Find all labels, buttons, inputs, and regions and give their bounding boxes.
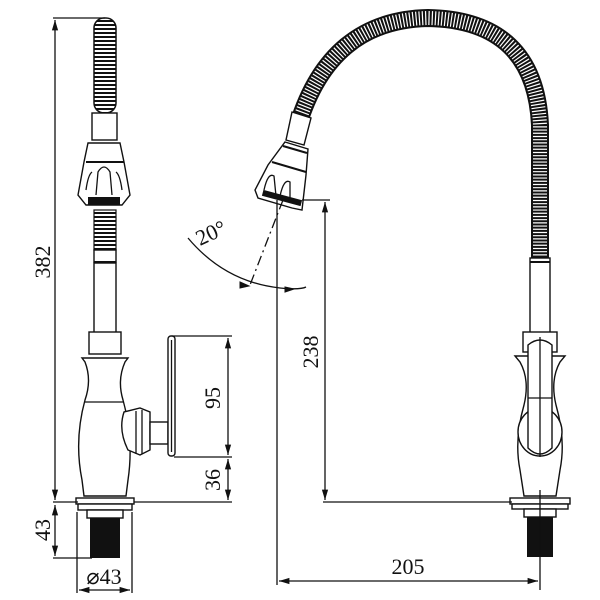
dim-handle-base-offset: 36 — [200, 469, 225, 491]
side-base — [75, 497, 135, 505]
side-pipe — [93, 262, 117, 334]
side-body — [77, 357, 131, 497]
dim-base-diameter: ⌀43 — [86, 564, 121, 589]
dim-handle-height: 95 — [200, 387, 225, 409]
dim-shank-length: 43 — [30, 519, 55, 541]
side-connector — [91, 112, 118, 141]
side-view — [75, 17, 176, 558]
front-hose — [289, 8, 549, 258]
side-spray-head — [77, 142, 131, 206]
dim-spout-height: 238 — [298, 336, 323, 369]
side-hose-top — [93, 17, 117, 114]
dim-spray-angle: 20° — [192, 215, 230, 251]
side-shank — [90, 518, 120, 558]
front-view — [254, 8, 571, 590]
dim-spout-reach: 205 — [392, 554, 425, 579]
side-dimensions: 382 43 ⌀43 95 36 — [30, 17, 232, 594]
dim-total-height: 382 — [30, 246, 55, 279]
front-dimensions: 20° 238 205 — [187, 199, 538, 585]
front-pipe — [529, 257, 551, 334]
